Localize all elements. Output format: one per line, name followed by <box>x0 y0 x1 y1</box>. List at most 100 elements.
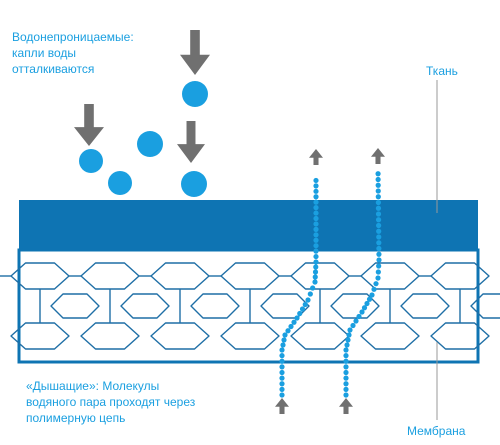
up-arrow-icon <box>275 398 289 414</box>
rain-arrows <box>74 30 210 163</box>
vapor-molecule <box>343 386 349 392</box>
vapor-molecule <box>376 257 382 263</box>
vapor-molecule <box>313 237 319 243</box>
vapor-molecule <box>279 364 285 370</box>
vapor-molecule <box>288 323 294 330</box>
vapor-molecule <box>302 301 308 308</box>
vapor-molecule <box>376 245 382 252</box>
vapor-molecule <box>375 188 381 194</box>
vapor-molecule <box>364 300 370 307</box>
vapor-molecule <box>312 274 318 280</box>
lattice-cell <box>220 322 280 350</box>
vapor-molecule <box>375 205 382 211</box>
vapor-molecule <box>313 248 319 254</box>
water-drop-icon <box>108 171 132 195</box>
vapor-molecule <box>343 392 349 398</box>
lattice-cell <box>360 322 420 350</box>
vapor-molecule <box>343 375 349 381</box>
lattice-cell <box>430 262 490 290</box>
vapor-molecule <box>305 297 311 303</box>
vapor-molecule <box>369 292 375 298</box>
vapor-molecule <box>279 358 285 364</box>
fabric-layer <box>19 200 478 250</box>
lattice-cell <box>10 322 70 350</box>
vapor-molecule <box>285 328 291 334</box>
vapor-molecule <box>307 291 313 297</box>
vapor-molecule <box>376 228 382 234</box>
membrane-layer <box>0 248 500 364</box>
down-arrow-icon <box>177 121 205 163</box>
vapor-molecule <box>347 327 353 333</box>
lattice-cell <box>50 293 100 319</box>
vapor-molecule <box>366 296 373 302</box>
lattice-cell <box>470 293 500 319</box>
vapor-chain-icon <box>279 177 319 398</box>
vapor-molecule <box>375 182 381 188</box>
membrane-label: Мембрана <box>407 424 466 438</box>
vapor-molecule <box>375 217 382 223</box>
down-arrow-icon <box>74 104 104 146</box>
vapor-molecule <box>282 332 288 338</box>
vapor-molecule <box>359 309 365 315</box>
vapor-molecule <box>291 319 297 325</box>
vapor-molecule <box>279 392 285 398</box>
vapor-molecule <box>312 269 319 275</box>
lattice-cell <box>330 293 380 319</box>
vapor-molecule <box>279 369 285 376</box>
vapor-molecule <box>313 199 319 205</box>
vapor-molecule <box>373 281 379 287</box>
vapor-molecule <box>313 264 319 270</box>
vapor-molecule <box>297 310 303 317</box>
water-drop-icon <box>182 81 208 107</box>
vapor-molecule <box>312 279 318 285</box>
lattice-cell <box>120 293 170 319</box>
vapor-molecule <box>313 221 319 227</box>
vapor-molecule <box>356 313 362 320</box>
lattice-cell <box>150 322 210 350</box>
water-drops <box>79 81 208 197</box>
vapor-molecule <box>343 364 349 370</box>
vapor-molecule <box>375 269 381 275</box>
vapor-molecule <box>279 381 285 387</box>
vapor-chains <box>275 148 385 414</box>
waterproof-label: Водонепроницаемые: капли воды отталкиваю… <box>12 30 134 76</box>
down-arrow-icon <box>180 30 210 75</box>
up-arrow-icon <box>309 149 323 165</box>
lattice-cell <box>190 293 240 319</box>
up-arrow-icon <box>371 148 385 164</box>
vapor-molecule <box>376 234 382 240</box>
vapor-molecule <box>313 177 319 184</box>
vapor-molecule <box>313 232 319 238</box>
vapor-molecule <box>346 332 352 338</box>
vapor-molecule <box>376 240 382 246</box>
vapor-molecule <box>343 369 349 376</box>
vapor-molecule <box>375 275 381 281</box>
vapor-molecule <box>343 358 349 364</box>
vapor-molecule <box>376 263 382 269</box>
vapor-molecule <box>371 286 377 292</box>
vapor-molecule <box>375 211 382 217</box>
vapor-chain-icon <box>343 171 382 398</box>
vapor-molecule <box>313 243 319 249</box>
vapor-molecule <box>313 188 319 194</box>
lattice-cell <box>80 322 140 350</box>
vapor-molecule <box>375 199 381 206</box>
vapor-molecule <box>376 222 382 229</box>
vapor-molecule <box>294 315 300 321</box>
vapor-molecule <box>313 210 319 216</box>
fabric-label: Ткань <box>426 64 458 78</box>
water-drop-icon <box>137 131 163 157</box>
vapor-molecule <box>279 353 285 359</box>
water-drop-icon <box>79 149 103 173</box>
membrane-lattice <box>0 262 500 350</box>
breathable-label: «Дышащие»: Молекулы водяного пара проход… <box>26 379 196 425</box>
vapor-molecule <box>350 322 356 329</box>
lattice-cell <box>430 322 490 350</box>
vapor-molecule <box>313 194 319 200</box>
up-arrow-icon <box>339 398 353 414</box>
vapor-molecule <box>376 251 382 257</box>
vapor-molecule <box>345 337 351 343</box>
vapor-molecule <box>281 337 287 343</box>
vapor-molecule <box>313 226 319 232</box>
